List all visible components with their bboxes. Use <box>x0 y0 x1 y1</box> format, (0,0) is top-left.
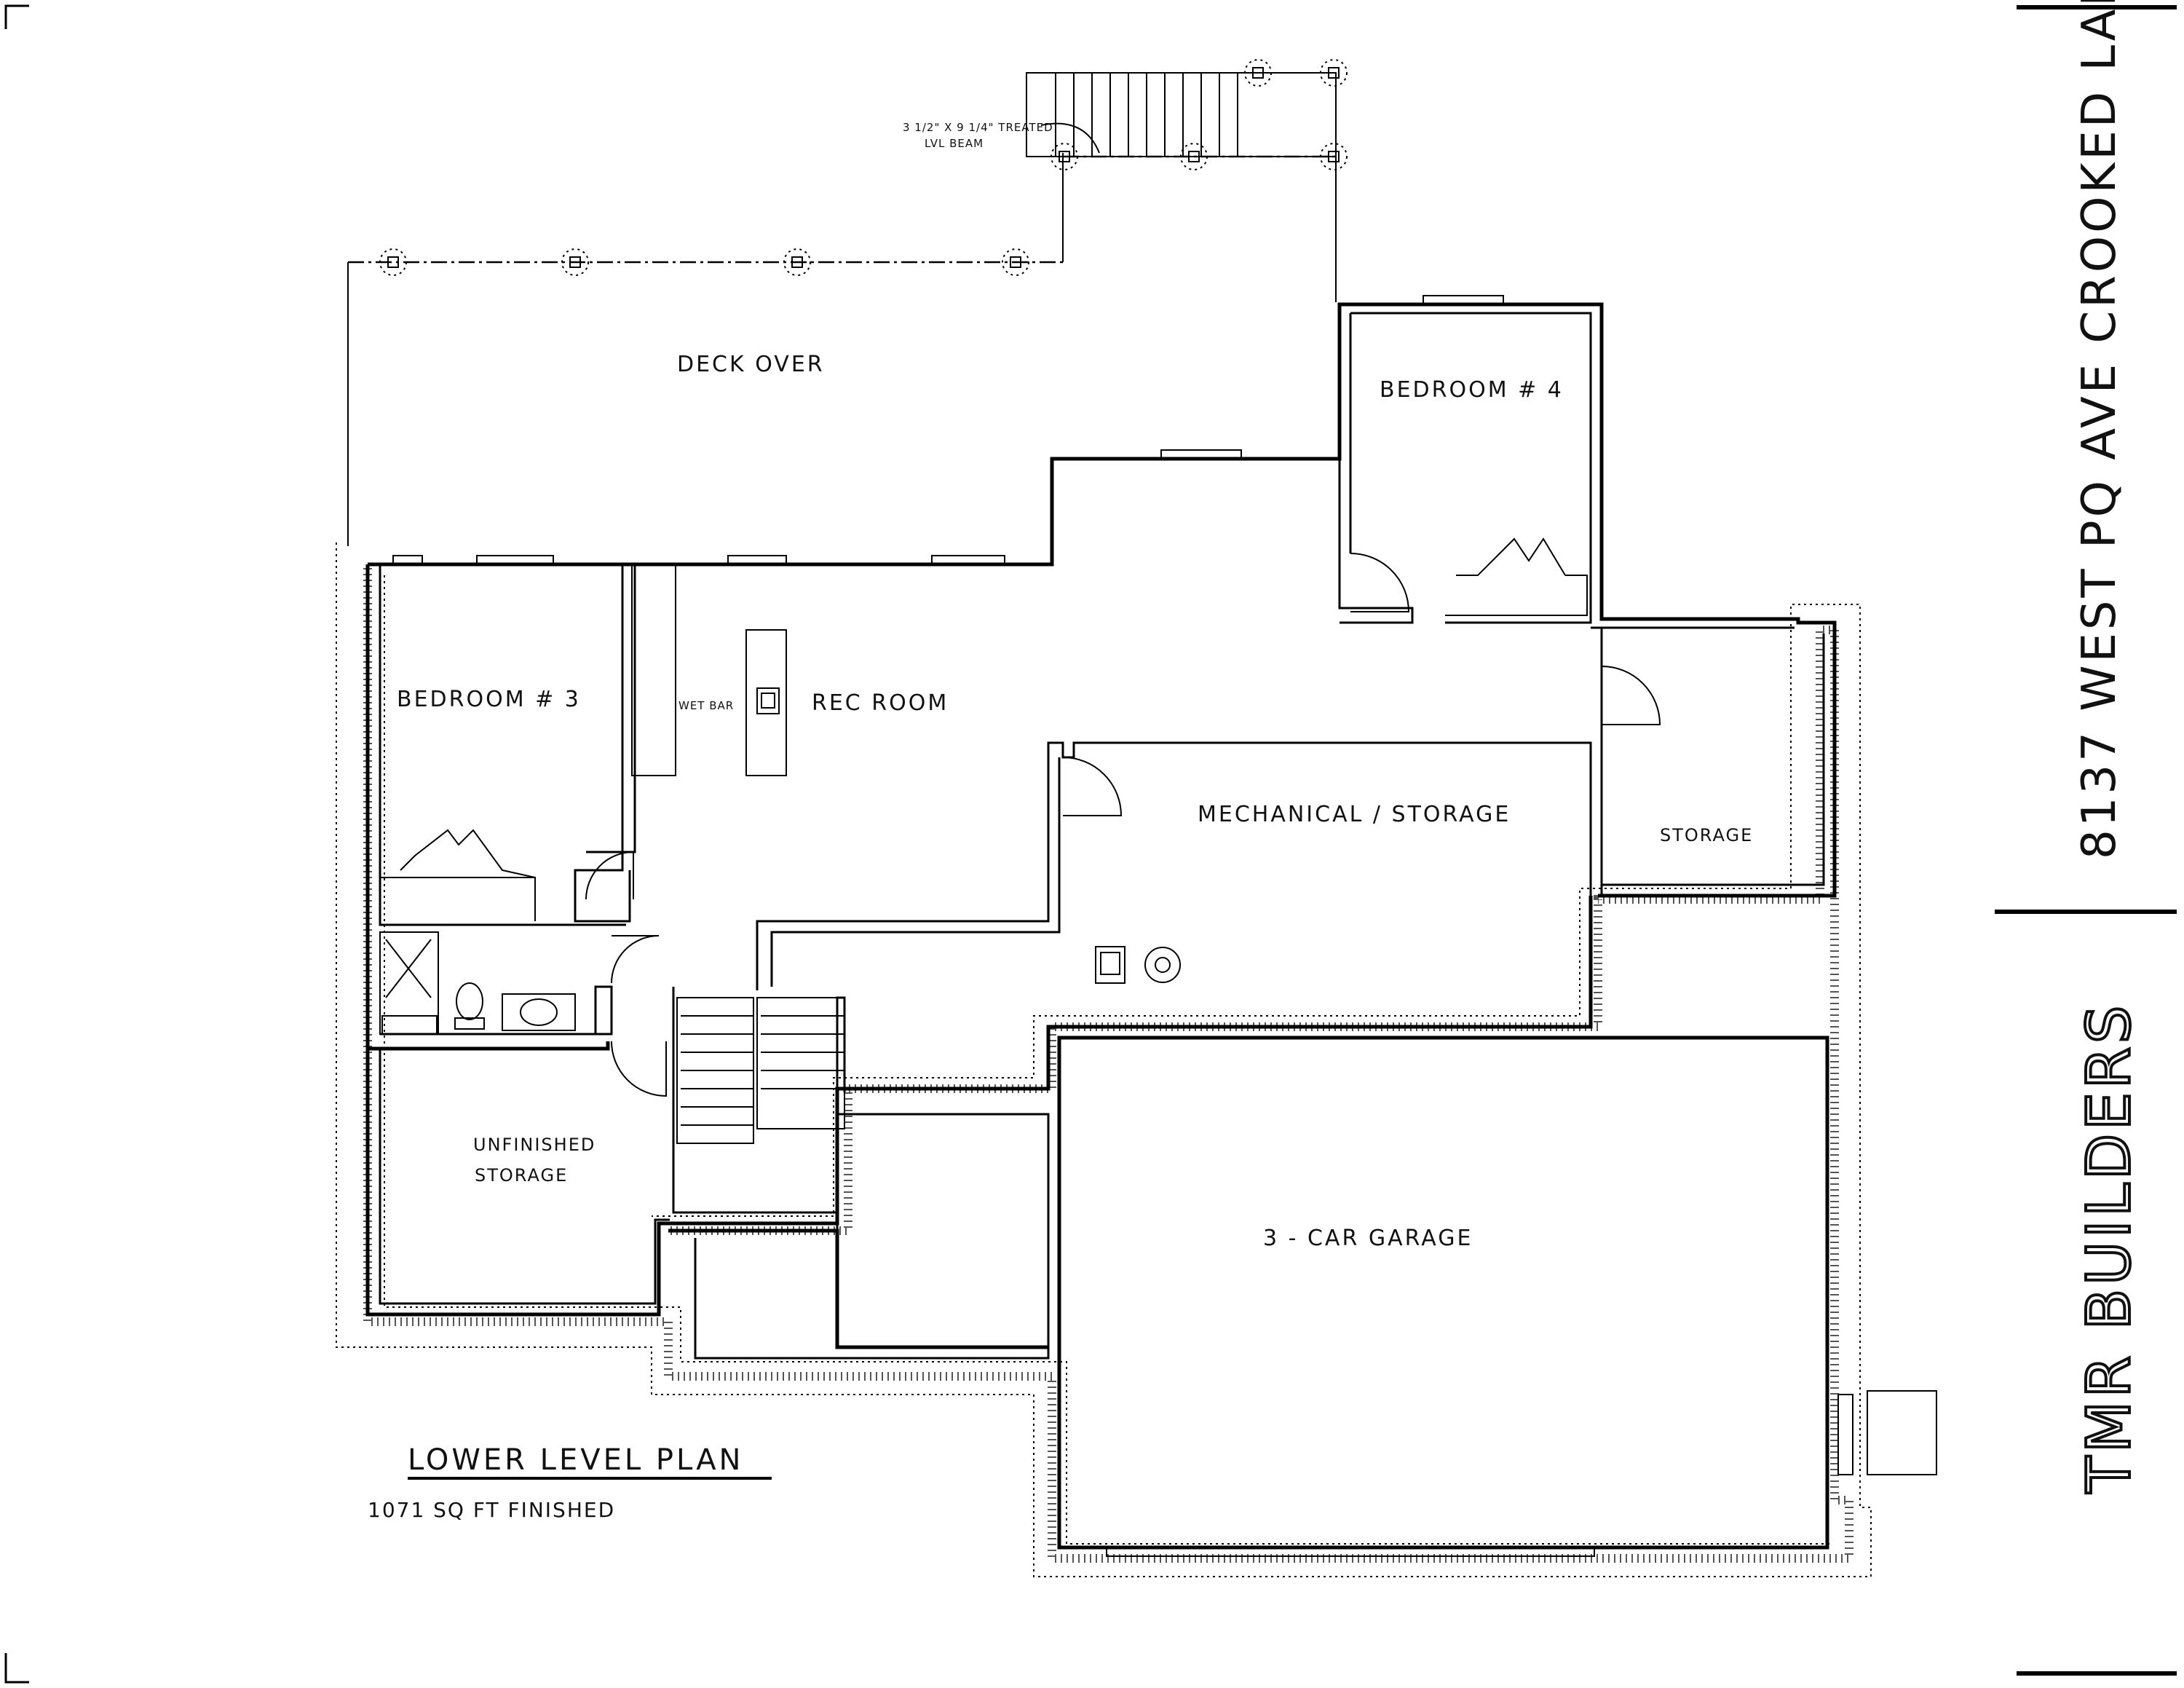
label-rec-room: REC ROOM <box>812 690 949 716</box>
label-bedroom-4: BEDROOM # 4 <box>1380 377 1564 403</box>
builder-name: TMR BUILDERS <box>2075 1002 2144 1494</box>
interior-walls <box>368 304 1825 1305</box>
beam-note-2: LVL BEAM <box>925 137 984 150</box>
label-deck: DECK OVER <box>677 352 825 377</box>
label-storage: STORAGE <box>1660 825 1753 845</box>
label-wet-bar: WET BAR <box>678 699 734 712</box>
deck-outline: 3 1/2" X 9 1/4" TREATED LVL BEAM <box>347 59 1348 546</box>
doors <box>585 553 1937 1475</box>
label-bedroom-3: BEDROOM # 3 <box>397 687 581 712</box>
project-address: 8137 WEST PQ AVE CROOKED LAKE <box>2073 0 2126 859</box>
plan-title-block: LOWER LEVEL PLAN 1071 SQ FT FINISHED <box>368 1443 772 1522</box>
plan-title: LOWER LEVEL PLAN <box>408 1443 743 1477</box>
windows <box>392 295 1853 1557</box>
room-labels: DECK OVER BEDROOM # 4 BEDROOM # 3 WET BA… <box>397 352 1753 1251</box>
label-garage: 3 - CAR GARAGE <box>1263 1226 1473 1251</box>
label-unfinished-storage: STORAGE <box>475 1165 568 1186</box>
label-unfinished: UNFINISHED <box>473 1135 596 1155</box>
deck-stairs <box>1055 73 1238 157</box>
crop-marks <box>4 4 29 1684</box>
beam-note: 3 1/2" X 9 1/4" TREATED <box>903 121 1053 134</box>
title-block: 8137 WEST PQ AVE CROOKED LAKE TMR BUILDE… <box>1995 0 2177 1676</box>
label-mechanical: MECHANICAL / STORAGE <box>1198 802 1511 827</box>
exterior-walls <box>365 302 1837 1550</box>
deck-posts <box>379 59 1348 276</box>
finished-area: 1071 SQ FT FINISHED <box>368 1498 615 1522</box>
interior-stairs <box>681 1015 844 1126</box>
